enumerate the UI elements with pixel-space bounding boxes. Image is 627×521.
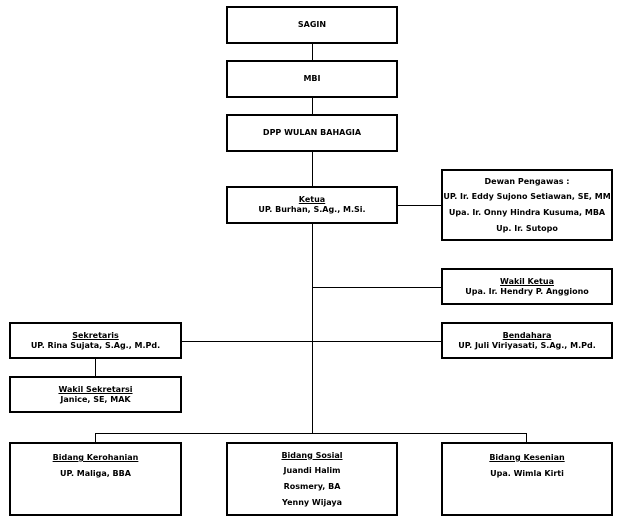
- node-title: Bidang Kesenian: [489, 453, 565, 462]
- connector-line: [526, 433, 527, 443]
- node-member: UP. Rina Sujata, S.Ag., M.Pd.: [30, 340, 161, 350]
- node-member: Upa. Ir. Hendry P. Anggiono: [465, 286, 589, 296]
- node-dpp: DPP WULAN BAHAGIA: [226, 114, 398, 152]
- node-member: UP. Juli Viriyasati, S.Ag., M.Pd.: [458, 340, 596, 350]
- connector-line: [312, 224, 313, 434]
- node-label: SAGIN: [297, 20, 327, 29]
- connector-line: [312, 152, 313, 186]
- connector-line: [181, 341, 442, 342]
- node-title: Ketua: [298, 195, 326, 204]
- node-bidang-sosial: Bidang Sosial Juandi Halim Rosmery, BA Y…: [226, 442, 398, 516]
- node-member: Yenny Wijaya: [282, 497, 342, 507]
- node-member: Up. Ir. Sutopo: [496, 223, 558, 233]
- node-member: Janice, SE, MAK: [60, 394, 131, 404]
- node-title: Wakil Sekretarsi: [58, 384, 133, 394]
- connector-line: [397, 205, 442, 206]
- node-label: MBI: [303, 74, 321, 83]
- node-title: Bidang Kerohanian: [52, 453, 139, 462]
- node-bidang-kesenian: Bidang Kesenian Upa. Wimla Kirti: [441, 442, 613, 516]
- node-member: Rosmery, BA: [283, 482, 341, 491]
- node-bidang-kerohanian: Bidang Kerohanian UP. Maliga, BBA: [9, 442, 182, 516]
- node-label: DPP WULAN BAHAGIA: [262, 128, 362, 137]
- node-ketua: Ketua UP. Burhan, S.Ag., M.Si.: [226, 186, 398, 224]
- node-member: UP. Maliga, BBA: [60, 468, 131, 478]
- node-sekretaris: Sekretaris UP. Rina Sujata, S.Ag., M.Pd.: [9, 322, 182, 359]
- node-title: Bendahara: [502, 330, 552, 340]
- node-sagin: SAGIN: [226, 6, 398, 44]
- node-bendahara: Bendahara UP. Juli Viriyasati, S.Ag., M.…: [441, 322, 613, 359]
- connector-line: [95, 433, 527, 434]
- node-member: Juandi Halim: [283, 466, 341, 476]
- node-member: Upa. Ir. Onny Hindra Kusuma, MBA: [448, 208, 606, 217]
- node-member: UP. Burhan, S.Ag., M.Si.: [258, 205, 366, 214]
- node-member: UP. Ir. Eddy Sujono Setiawan, SE, MM: [443, 192, 611, 202]
- node-title: Wakil Ketua: [500, 276, 554, 286]
- connector-line: [95, 359, 96, 376]
- node-title: Dewan Pengawas :: [484, 176, 570, 186]
- connector-line: [95, 433, 96, 443]
- connector-line: [312, 97, 313, 114]
- connector-line: [312, 43, 313, 60]
- node-title: Bidang Sosial: [281, 450, 343, 460]
- node-dewan-pengawas: Dewan Pengawas : UP. Ir. Eddy Sujono Set…: [441, 169, 613, 241]
- node-mbi: MBI: [226, 60, 398, 98]
- connector-line: [312, 287, 441, 288]
- node-member: Upa. Wimla Kirti: [490, 468, 564, 478]
- node-wakil-ketua: Wakil Ketua Upa. Ir. Hendry P. Anggiono: [441, 268, 613, 305]
- node-wakil-sekretaris: Wakil Sekretarsi Janice, SE, MAK: [9, 376, 182, 413]
- node-title: Sekretaris: [72, 330, 119, 340]
